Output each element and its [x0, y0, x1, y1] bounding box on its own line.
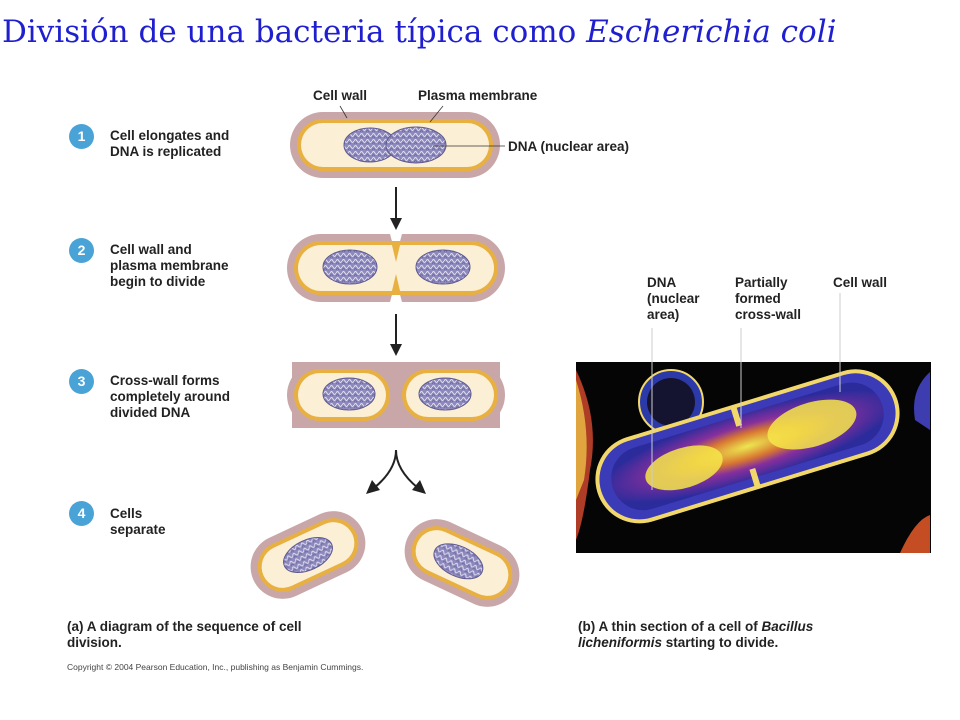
step-4-badge: 4	[69, 501, 94, 526]
cell-step-3	[287, 362, 505, 428]
cell-step-2	[287, 234, 505, 302]
cell-step-4-right	[404, 519, 520, 607]
split-arrows-icon	[366, 449, 426, 494]
step-3-text: Cross-wall forms completely around divid…	[110, 373, 231, 420]
page-title: División de una bacteria típica como Esc…	[2, 14, 837, 50]
cell-step-1	[290, 112, 500, 178]
step-4-text: Cells separate	[110, 506, 166, 537]
step-2-text: Cell wall and plasma membrane begin to d…	[110, 242, 229, 289]
step-1-badge: 1	[69, 124, 94, 149]
label-cell-wall: Cell wall	[313, 88, 368, 103]
label-dna-nuclear-area: DNA (nuclear area)	[508, 139, 630, 154]
label-plasma-membrane: Plasma membrane	[418, 88, 538, 103]
copyright-notice: Copyright © 2004 Pearson Education, Inc.…	[67, 662, 364, 672]
step-2-badge: 2	[69, 238, 94, 263]
step-1-text: Cell elongates and DNA is replicated	[110, 128, 230, 159]
micro-label-cross-wall: Partially formed cross-wall	[735, 275, 802, 322]
micrograph-image	[576, 362, 931, 553]
arrow-down-icon	[390, 187, 402, 230]
step-3-badge: 3	[69, 369, 94, 394]
leader-plasma-membrane	[429, 105, 444, 123]
cell-step-4-left	[250, 511, 366, 599]
caption-a: (a) A diagram of the sequence of cell di…	[67, 619, 302, 650]
arrow-down-icon	[390, 314, 402, 356]
caption-b: (b) A thin section of a cell of Bacillus…	[578, 619, 814, 650]
micro-label-dna: DNA (nuclear area)	[647, 275, 700, 322]
micro-label-cell-wall: Cell wall	[833, 275, 888, 290]
leader-cell-wall	[339, 105, 348, 119]
